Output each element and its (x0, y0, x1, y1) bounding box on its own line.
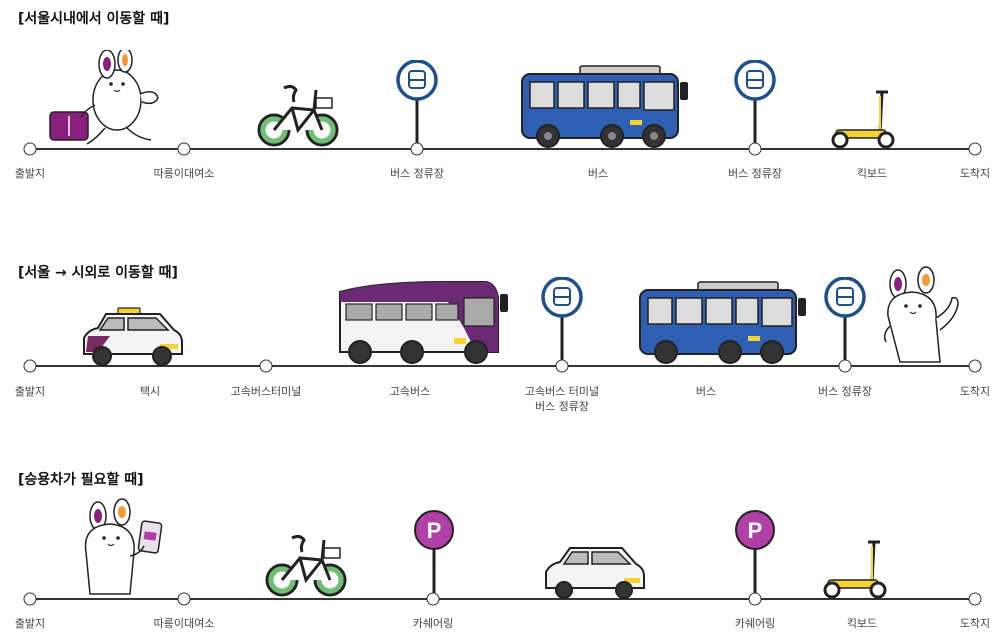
rabbit-waving-icon (883, 266, 959, 363)
stop-label: 출발지 (14, 167, 46, 180)
route-node (968, 359, 982, 373)
blue-bus-icon (521, 65, 688, 148)
route-line-1 (30, 148, 975, 150)
stop-label: 출발지 (14, 385, 46, 398)
stop-label: 버스 (695, 385, 717, 398)
route-node (426, 592, 440, 606)
route-node (23, 359, 37, 373)
route-node (968, 142, 982, 156)
car-icon (545, 547, 645, 599)
stop-label: 킥보드 (856, 167, 888, 180)
bus-stop-sign-icon (734, 60, 776, 148)
route-line-3 (30, 598, 975, 600)
stop-label: 고속버스 터미널 버스 정류장 (525, 384, 599, 414)
stop-label: 고속버스터미널 (230, 385, 302, 398)
bus-stop-sign-icon (824, 277, 866, 365)
section-title-3: [승용차가 필요할 때] (18, 472, 144, 488)
stop-label: 도착지 (959, 617, 991, 630)
stop-label: 도착지 (959, 167, 991, 180)
parking-sign-icon: P (735, 510, 775, 598)
stop-label: 버스 정류장 (389, 167, 445, 180)
route-node (23, 592, 37, 606)
stop-label-line-2: 버스 정류장 (534, 400, 590, 413)
section-title-2: [서울 → 시외로 이동할 때] (18, 265, 178, 281)
stop-label: 버스 정류장 (727, 167, 783, 180)
bicycle-icon (257, 84, 339, 147)
kickboard-icon (831, 90, 895, 149)
rabbit-with-phone-icon (84, 498, 163, 595)
route-node (748, 142, 762, 156)
bicycle-icon (265, 534, 347, 597)
route-node (838, 359, 852, 373)
route-node (23, 142, 37, 156)
stop-label: 택시 (139, 385, 161, 398)
express-bus-icon (339, 281, 508, 364)
route-node (259, 359, 273, 373)
route-node (555, 359, 569, 373)
stop-label: 버스 정류장 (817, 385, 873, 398)
bus-stop-sign-icon (541, 277, 583, 365)
blue-bus-icon (639, 281, 806, 364)
stop-label: 도착지 (959, 385, 991, 398)
stop-label: 카쉐어링 (412, 617, 454, 630)
bus-stop-sign-icon (396, 60, 438, 148)
svg-text:P: P (427, 518, 442, 543)
svg-text:P: P (748, 518, 763, 543)
stop-label: 킥보드 (846, 617, 878, 630)
parking-sign-icon: P (414, 510, 454, 598)
kickboard-icon (823, 540, 887, 599)
rabbit-with-suitcase-icon (49, 50, 159, 145)
stop-label: 따릉이대여소 (153, 617, 215, 630)
stop-label: 버스 (587, 167, 609, 180)
stop-label-line-1: 고속버스 터미널 (524, 385, 600, 398)
route-line-2 (30, 365, 975, 367)
route-node (177, 142, 191, 156)
stop-label: 카쉐어링 (734, 617, 776, 630)
route-node (968, 592, 982, 606)
route-node (410, 142, 424, 156)
route-node (177, 592, 191, 606)
taxi-icon (83, 307, 183, 366)
section-title-1: [서울시내에서 이동할 때] (18, 11, 170, 27)
route-node (748, 592, 762, 606)
stop-label: 고속버스 (389, 385, 431, 398)
stop-label: 출발지 (14, 617, 46, 630)
stop-label: 따릉이대여소 (153, 167, 215, 180)
